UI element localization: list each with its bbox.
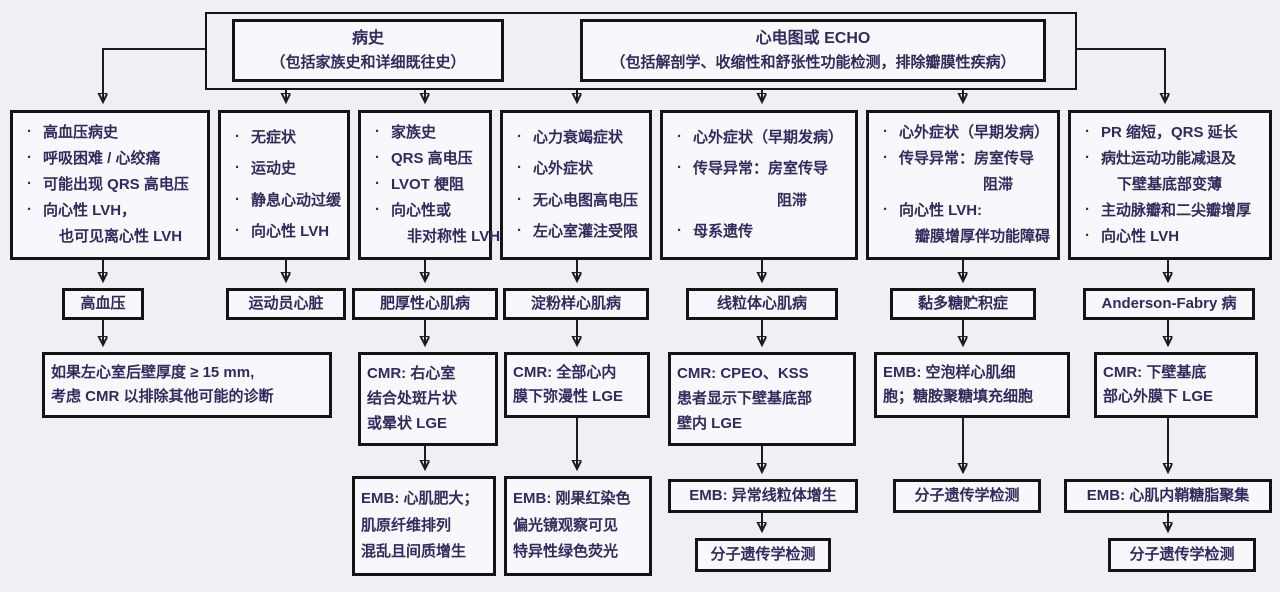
criteria-line: 家族史: [367, 122, 485, 143]
criteria-line: 可能出现 QRS 高电压: [19, 174, 203, 195]
criteria-athlete-box: 无症状 运动史 静息心动过缓 向心性 LVH: [218, 110, 350, 260]
criteria-line: PR 缩短，QRS 延长: [1077, 122, 1265, 143]
text-line: 偏光镜观察可见: [513, 516, 619, 534]
criteria-line: 传导异常：房室传导: [875, 148, 1053, 169]
text-line: 膜下弥漫性 LGE: [513, 387, 624, 405]
criteria-line: QRS 高电压: [367, 148, 485, 169]
cmr-hcm-box: CMR: 右心室 结合处斑片状 或晕状 LGE: [358, 352, 498, 446]
text-line: 壁内 LGE: [677, 414, 743, 432]
text-line: 肌原纤维排列: [361, 516, 452, 534]
cmr-amyloid-box: CMR: 全部心内 膜下弥漫性 LGE: [504, 352, 650, 418]
criteria-line: 呼吸困难 / 心绞痛: [19, 148, 203, 169]
criteria-hcm-box: 家族史 QRS 高电压 LVOT 梗阻 向心性或 非对称性 LVH: [358, 110, 501, 260]
text-line: 考虑 CMR 以排除其他可能的诊断: [51, 387, 274, 405]
criteria-fabry-box: PR 缩短，QRS 延长 病灶运动功能减退及 下壁基底部变薄 主动脉瓣和二尖瓣增…: [1068, 110, 1272, 260]
criteria-line: 运动史: [227, 158, 343, 179]
criteria-line: 左心室灌注受限: [509, 221, 645, 242]
criteria-line: 高血压病史: [19, 122, 203, 143]
ecg-echo-box: 心电图或 ECHO （包括解剖学、收缩性和舒张性功能检测，排除瓣膜性疾病）: [580, 19, 1046, 82]
criteria-line: 主动脉瓣和二尖瓣增厚: [1077, 200, 1265, 221]
criteria-line: 无心电图高电压: [509, 189, 645, 211]
text-line: CMR: 全部心内: [513, 363, 617, 381]
emb-fabry-box: EMB: 心肌内鞘糖脂聚集: [1064, 479, 1272, 513]
text-line: EMB: 空泡样心肌细: [883, 363, 1016, 381]
cmr-note-box: 如果左心室后壁厚度 ≥ 15 mm, 考虑 CMR 以排除其他可能的诊断: [42, 352, 332, 418]
emb-hcm-box: EMB: 心肌肥大； 肌原纤维排列 混乱且间质增生: [352, 476, 496, 576]
text-line: 部心外膜下 LGE: [1103, 387, 1214, 405]
criteria-line: 向心性 LVH:: [875, 200, 1053, 221]
criteria-hypertension-box: 高血压病史 呼吸困难 / 心绞痛 可能出现 QRS 高电压 向心性 LVH， 也…: [10, 110, 210, 260]
criteria-line: 心外症状（早期发病）: [669, 127, 851, 148]
ecg-echo-title: 心电图或 ECHO: [755, 29, 871, 47]
criteria-line: 心外症状: [509, 158, 645, 179]
diagnosis-hcm: 肥厚性心肌病: [352, 288, 498, 320]
criteria-line: 向心性 LVH: [227, 221, 343, 242]
genetic-test-mps: 分子遗传学检测: [893, 479, 1041, 513]
history-subtitle: （包括家族史和详细既往史）: [270, 54, 466, 72]
cmr-mitochondrial-box: CMR: CPEO、KSS 患者显示下壁基底部 壁内 LGE: [668, 352, 856, 446]
text-line: 或晕状 LGE: [367, 414, 448, 432]
history-title: 病史: [351, 29, 384, 47]
history-box: 病史 （包括家族史和详细既往史）: [232, 19, 504, 82]
diagnosis-anderson-fabry: Anderson-Fabry 病: [1083, 288, 1255, 320]
criteria-line: 向心性或: [367, 200, 485, 221]
cmr-fabry-box: CMR: 下壁基底 部心外膜下 LGE: [1094, 352, 1258, 418]
criteria-amyloid-box: 心力衰竭症状 心外症状 无心电图高电压 左心室灌注受限: [500, 110, 652, 260]
diagnosis-amyloid: 淀粉样心肌病: [503, 288, 649, 320]
top-header-group-box: [205, 12, 1077, 90]
criteria-line: 向心性 LVH: [1077, 226, 1265, 247]
emb-mitochondrial-box: EMB: 异常线粒体增生: [668, 479, 858, 513]
criteria-line: 无症状: [227, 127, 343, 148]
criteria-line: 母系遗传: [669, 221, 851, 242]
criteria-mps-box: 心外症状（早期发病） 传导异常：房室传导 阻滞 向心性 LVH: 瓣膜增厚伴功能…: [866, 110, 1060, 260]
text-line: 结合处斑片状: [367, 389, 458, 407]
criteria-line: 瓣膜增厚伴功能障碍: [915, 227, 1051, 245]
criteria-line: 病灶运动功能减退及: [1077, 148, 1265, 169]
genetic-test-fabry: 分子遗传学检测: [1108, 538, 1256, 572]
text-line: 胞；糖胺聚糖填充细胞: [883, 387, 1034, 405]
emb-amyloid-box: EMB: 刚果红染色 偏光镜观察可见 特异性绿色荧光: [504, 476, 652, 576]
ecg-echo-subtitle: （包括解剖学、收缩性和舒张性功能检测，排除瓣膜性疾病）: [610, 54, 1016, 72]
genetic-test-mitochondrial: 分子遗传学检测: [695, 538, 831, 572]
emb-mps-box: EMB: 空泡样心肌细 胞；糖胺聚糖填充细胞: [874, 352, 1070, 418]
diagnosis-hypertension: 高血压: [62, 288, 144, 320]
text-line: 特异性绿色荧光: [513, 543, 619, 561]
text-line: EMB: 刚果红染色: [513, 490, 631, 508]
text-line: CMR: 下壁基底: [1103, 363, 1207, 381]
criteria-line: 心力衰竭症状: [509, 127, 645, 148]
text-line: 患者显示下壁基底部: [677, 389, 813, 407]
text-line: 如果左心室后壁厚度 ≥ 15 mm,: [51, 363, 255, 381]
criteria-mitochondrial-box: 心外症状（早期发病） 传导异常：房室传导 阻滞 母系遗传: [660, 110, 858, 260]
criteria-line: 阻滞: [777, 191, 808, 209]
diagnosis-mitochondrial: 线粒体心肌病: [686, 288, 838, 320]
criteria-line: 传导异常：房室传导: [669, 158, 851, 179]
criteria-line: 也可见离心性 LVH: [59, 227, 183, 245]
criteria-line: LVOT 梗阻: [367, 174, 485, 195]
criteria-line: 心外症状（早期发病）: [875, 122, 1053, 143]
text-line: EMB: 心肌肥大；: [361, 490, 479, 508]
criteria-line: 向心性 LVH，: [19, 200, 203, 221]
text-line: CMR: CPEO、KSS: [677, 364, 809, 382]
criteria-line: 静息心动过缓: [227, 189, 343, 211]
criteria-line: 下壁基底部变薄: [1117, 175, 1223, 193]
diagnosis-mps: 黏多糖贮积症: [890, 288, 1036, 320]
diagnosis-athlete-heart: 运动员心脏: [226, 288, 346, 320]
text-line: 混乱且间质增生: [361, 543, 467, 561]
criteria-line: 阻滞: [983, 175, 1014, 193]
criteria-line: 非对称性 LVH: [407, 227, 501, 245]
text-line: CMR: 右心室: [367, 364, 456, 382]
